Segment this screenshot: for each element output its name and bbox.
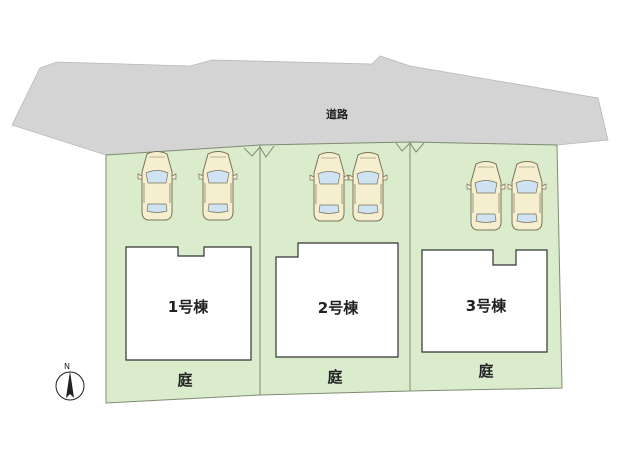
- garden-1-label: 庭: [177, 371, 193, 389]
- garden-2-label: 庭: [327, 368, 343, 386]
- lot-notch-2: [259, 145, 275, 158]
- building-1: [125, 246, 252, 361]
- building-1-label: 1号棟: [168, 298, 209, 316]
- lot-notch-1: [243, 146, 261, 157]
- building-3: [421, 249, 548, 353]
- road-area: [11, 55, 609, 156]
- lot-notch-4: [409, 142, 425, 153]
- garden-3-label: 庭: [478, 362, 494, 380]
- building-2-label: 2号棟: [318, 299, 359, 317]
- building-3-label: 3号棟: [466, 297, 507, 315]
- building-2: [275, 242, 399, 358]
- lot-notch-3: [395, 142, 411, 152]
- north-label: N: [64, 362, 70, 371]
- north-arrow-icon: N: [55, 362, 85, 401]
- road-label: 道路: [326, 107, 349, 121]
